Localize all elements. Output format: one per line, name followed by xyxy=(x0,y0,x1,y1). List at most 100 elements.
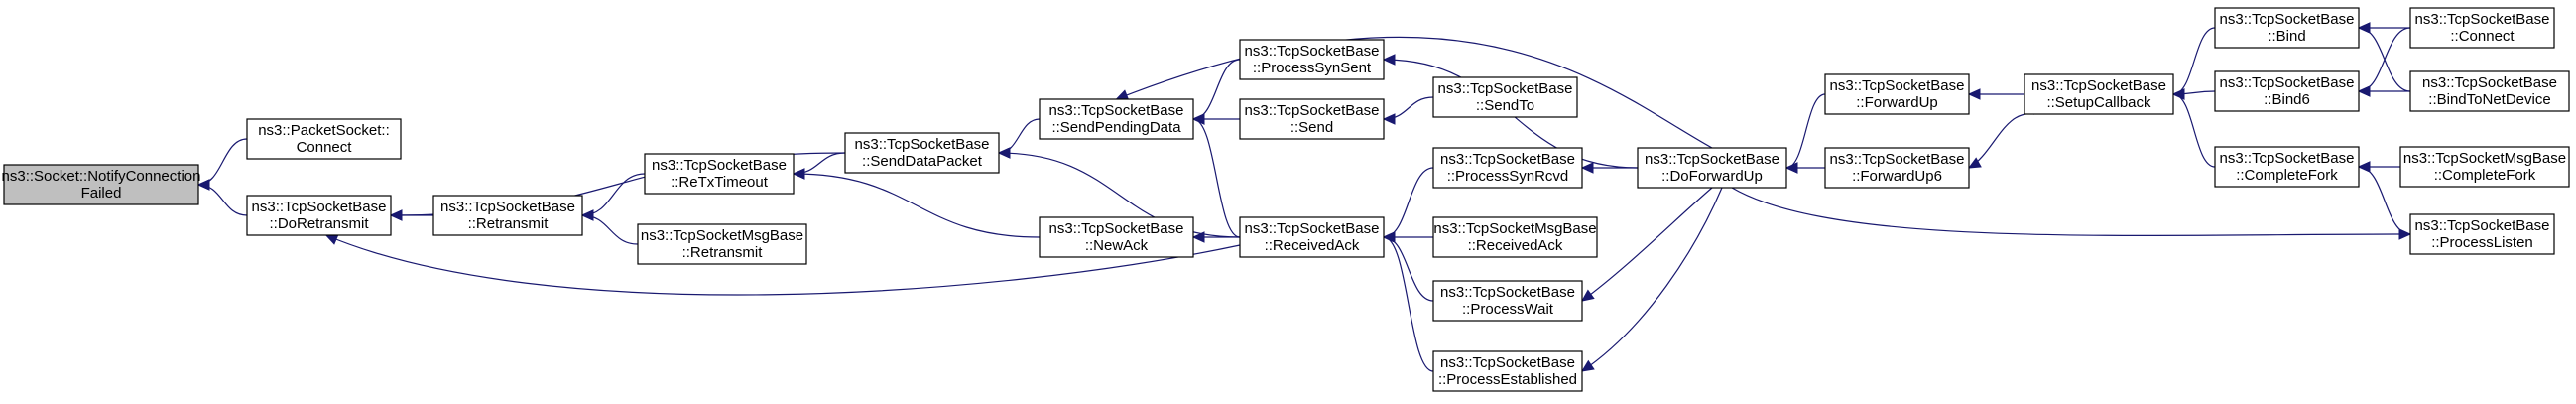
node-label-line2: ::SendDataPacket xyxy=(862,153,983,170)
call-edge-sendto-to-send xyxy=(1382,96,1434,125)
node-retransmit[interactable]: ns3::TcpSocketBase::Retransmit xyxy=(432,195,583,236)
node-label-line2: ::Bind xyxy=(2268,28,2305,45)
node-box[interactable] xyxy=(2024,73,2174,115)
node-label-line2: ::NewAck xyxy=(1085,237,1149,254)
node-setupcallback[interactable]: ns3::TcpSocketBase::SetupCallback xyxy=(2024,73,2174,115)
arrowhead-icon xyxy=(580,209,594,221)
call-edges xyxy=(196,22,2412,372)
node-msg_retransmit[interactable]: ns3::TcpSocketMsgBase::Retransmit xyxy=(637,223,807,265)
node-box[interactable] xyxy=(1432,147,1583,189)
edge-line xyxy=(2172,93,2216,168)
node-sendpending[interactable]: ns3::TcpSocketBase::SendPendingData xyxy=(1039,98,1194,140)
node-retxtimeout[interactable]: ns3::TcpSocketBase::ReTxTimeout xyxy=(644,153,795,195)
edge-line xyxy=(197,138,248,186)
node-newack[interactable]: ns3::TcpSocketBase::NewAck xyxy=(1039,216,1194,258)
node-box[interactable] xyxy=(1239,98,1385,140)
node-box[interactable] xyxy=(3,164,199,205)
node-box[interactable] xyxy=(2409,70,2570,112)
edge-line xyxy=(793,173,1041,238)
node-label-line1: ns3::TcpSocketBase xyxy=(1438,80,1573,97)
node-doretransmit[interactable]: ns3::TcpSocketBase::DoRetransmit xyxy=(246,195,392,236)
node-box[interactable] xyxy=(1824,73,1970,115)
node-bind6[interactable]: ns3::TcpSocketBase::Bind6 xyxy=(2214,70,2360,112)
call-edge-newack-to-retxtimeout xyxy=(792,168,1041,238)
node-doforwardup[interactable]: ns3::TcpSocketBase::DoForwardUp xyxy=(1637,147,1787,189)
node-box[interactable] xyxy=(1239,39,1385,80)
node-label-line1: ns3::TcpSocketBase xyxy=(1645,151,1779,168)
node-label-line2: ::CompleteFork xyxy=(2236,167,2338,184)
node-box[interactable] xyxy=(844,132,1000,174)
node-box[interactable] xyxy=(246,118,402,160)
node-label-line2: ::DoRetransmit xyxy=(269,215,369,232)
edge-line xyxy=(1192,118,1241,238)
node-completefork[interactable]: ns3::TcpSocketBase::CompleteFork xyxy=(2214,146,2360,188)
node-box[interactable] xyxy=(637,223,807,265)
call-edge-processsynsent-to-sendpending xyxy=(1191,59,1241,125)
node-box[interactable] xyxy=(1039,98,1194,140)
node-box[interactable] xyxy=(1239,216,1385,258)
node-label-line2: ::Connect xyxy=(2450,28,2515,45)
node-processsynsent[interactable]: ns3::TcpSocketBase::ProcessSynSent xyxy=(1239,39,1385,80)
node-processsynrcvd[interactable]: ns3::TcpSocketBase::ProcessSynRcvd xyxy=(1432,147,1583,189)
node-send[interactable]: ns3::TcpSocketBase::Send xyxy=(1239,98,1385,140)
node-label-line2: ::SendTo xyxy=(1476,97,1534,114)
node-processlisten[interactable]: ns3::TcpSocketBase::ProcessListen xyxy=(2409,213,2555,255)
node-box[interactable] xyxy=(1432,280,1583,322)
node-box[interactable] xyxy=(1432,216,1598,258)
node-bindtonetdevice[interactable]: ns3::TcpSocketBase::BindToNetDevice xyxy=(2409,70,2570,112)
node-box[interactable] xyxy=(644,153,795,195)
node-label-line1: ns3::TcpSocketBase xyxy=(1245,43,1380,60)
node-forwardup6[interactable]: ns3::TcpSocketBase::ForwardUp6 xyxy=(1824,147,1970,189)
call-edge-doretransmit-to-notify xyxy=(196,179,248,216)
node-label-line1: ns3::TcpSocketBase xyxy=(2220,11,2355,28)
node-forwardup[interactable]: ns3::TcpSocketBase::ForwardUp xyxy=(1824,73,1970,115)
node-label-line1: ns3::TcpSocketBase xyxy=(1049,102,1184,119)
call-edge-receivedack-to-newack xyxy=(1191,231,1240,243)
node-box[interactable] xyxy=(246,195,392,236)
node-box[interactable] xyxy=(2399,146,2570,188)
node-receivedack[interactable]: ns3::TcpSocketBase::ReceivedAck xyxy=(1239,216,1385,258)
node-bind[interactable]: ns3::TcpSocketBase::Bind xyxy=(2214,7,2360,49)
call-edge-completefork-to-setupcallback xyxy=(2171,88,2216,168)
node-box[interactable] xyxy=(1637,147,1787,189)
node-box[interactable] xyxy=(2214,70,2360,112)
node-label-line2: ::Retransmit xyxy=(468,215,550,232)
edge-line xyxy=(998,152,1241,238)
node-box[interactable] xyxy=(2409,7,2555,49)
node-label-line1: ns3::TcpSocketBase xyxy=(1440,354,1575,371)
node-label-line2: ::Bind6 xyxy=(2264,91,2310,108)
node-label-line2: ::Send xyxy=(1290,119,1333,136)
node-label-line1: ns3::TcpSocketBase xyxy=(252,199,387,215)
node-processwait[interactable]: ns3::TcpSocketBase::ProcessWait xyxy=(1432,280,1583,322)
node-processestablished[interactable]: ns3::TcpSocketBase::ProcessEstablished xyxy=(1432,350,1583,392)
edge-line xyxy=(1383,236,1434,372)
node-label-line1: ns3::TcpSocketBase xyxy=(1440,151,1575,168)
node-box[interactable] xyxy=(2214,146,2360,188)
edge-line xyxy=(1581,187,1713,302)
node-box[interactable] xyxy=(432,195,583,236)
node-senddatapacket[interactable]: ns3::TcpSocketBase::SendDataPacket xyxy=(844,132,1000,174)
call-edge-processsynrcvd-to-receivedack xyxy=(1382,167,1434,243)
node-box[interactable] xyxy=(2214,7,2360,49)
arrowhead-icon xyxy=(389,209,403,221)
node-sendto[interactable]: ns3::TcpSocketBase::SendTo xyxy=(1432,76,1578,118)
node-box[interactable] xyxy=(1824,147,1970,189)
node-connect[interactable]: ns3::TcpSocketBase::Connect xyxy=(2409,7,2555,49)
node-box[interactable] xyxy=(1432,76,1578,118)
node-label-line1: ns3::TcpSocketMsgBase xyxy=(641,227,803,244)
edge-line xyxy=(1383,167,1434,238)
arrowhead-icon xyxy=(1382,231,1396,243)
node-label-line2: ::ProcessWait xyxy=(1462,301,1554,318)
node-label-line1: ns3::TcpSocketBase xyxy=(2422,74,2557,91)
node-box[interactable] xyxy=(1432,350,1583,392)
node-label-line2: ::CompleteFork xyxy=(2434,167,2536,184)
edge-line xyxy=(998,118,1041,154)
node-box[interactable] xyxy=(2409,213,2555,255)
arrowhead-icon xyxy=(2398,228,2412,240)
node-label-line1: ns3::TcpSocketBase xyxy=(1245,220,1380,237)
node-pkt_connect[interactable]: ns3::PacketSocket::Connect xyxy=(246,118,402,160)
node-box[interactable] xyxy=(1039,216,1194,258)
node-msg_completefork[interactable]: ns3::TcpSocketMsgBase::CompleteFork xyxy=(2399,146,2570,188)
node-msg_receivedack[interactable]: ns3::TcpSocketMsgBase::ReceivedAck xyxy=(1432,216,1598,258)
